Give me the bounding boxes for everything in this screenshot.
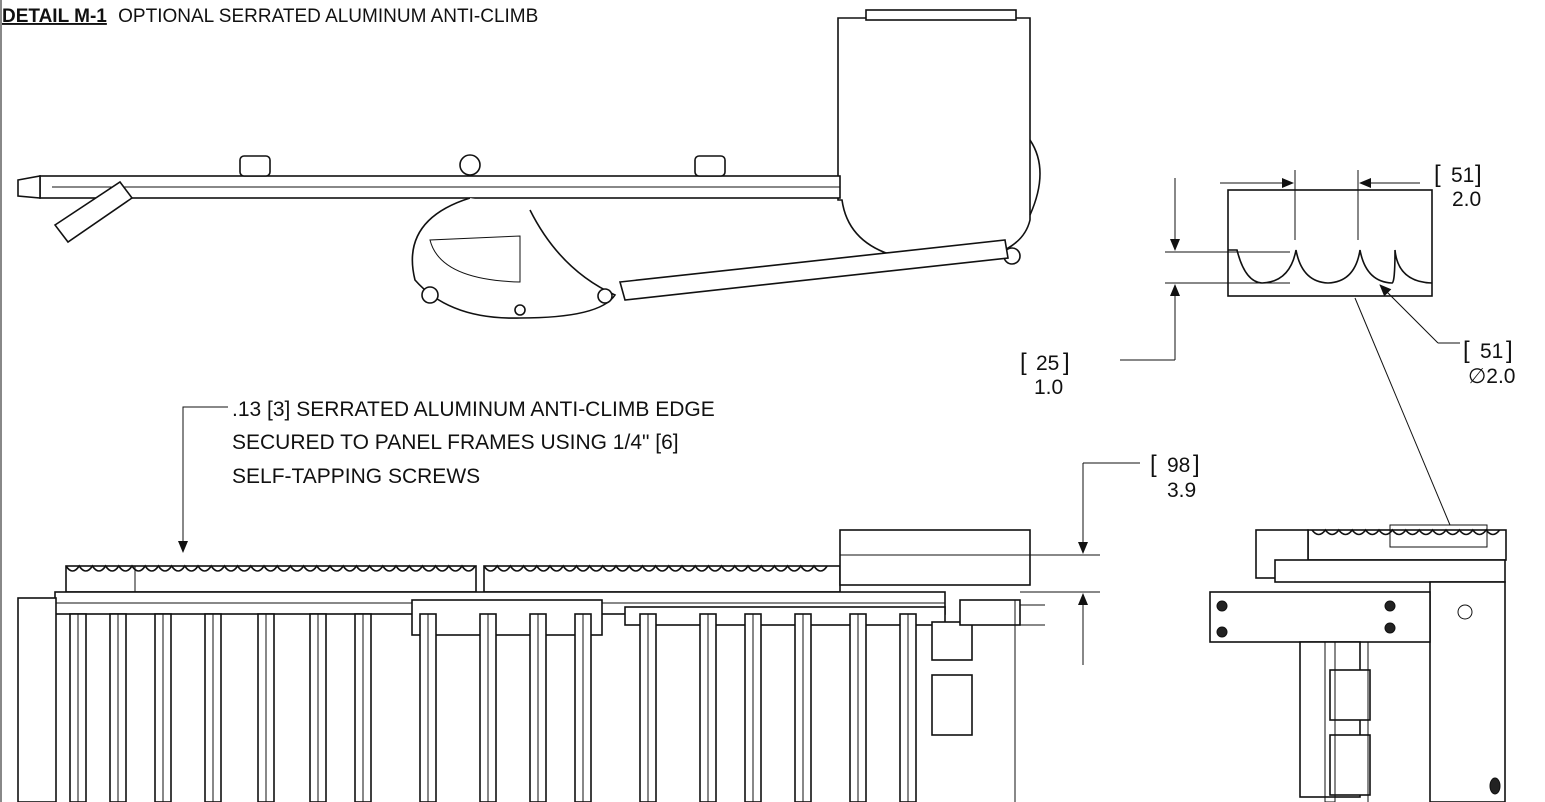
section-view (1209, 524, 1507, 802)
svg-text:]: ] (1063, 349, 1070, 376)
svg-text:]: ] (1193, 451, 1200, 478)
svg-text:]: ] (1475, 161, 1482, 188)
arm-angle-bracket (53, 180, 134, 244)
callout-line-1: .13 [3] SERRATED ALUMINUM ANTI-CLIMB EDG… (232, 398, 715, 421)
hood-top-cap (865, 9, 1017, 21)
detail-label: DETAIL M-1 (2, 6, 107, 27)
dim-diameter-mm: 51 (1480, 340, 1503, 363)
svg-text:[: [ (1150, 451, 1157, 478)
hood-box-front (839, 529, 1031, 586)
actuator-cylinder (624, 606, 946, 626)
diameter-symbol: ∅ (1468, 365, 1486, 388)
dim-diameter-in: 2.0 (1486, 365, 1515, 388)
anti-climb-strip-right (483, 565, 841, 593)
operator-body (411, 197, 617, 319)
arm-end-cap (17, 175, 41, 199)
side-elevation-view (17, 9, 1041, 319)
svg-text:[: [ (1434, 161, 1441, 188)
section-top-rail (1307, 529, 1507, 561)
svg-text:]: ] (1506, 337, 1513, 364)
front-elevation-view (17, 529, 1045, 802)
operator-housing (411, 599, 603, 636)
callout-leader (178, 406, 228, 553)
svg-text:∅2.0: ∅2.0 (1468, 365, 1516, 388)
svg-text:[: [ (1463, 337, 1470, 364)
actuator-rod (618, 239, 1009, 301)
detail-reference-box (1389, 524, 1488, 548)
dim-depth-mm: 25 (1036, 352, 1059, 375)
dim-depth-in: 1.0 (1034, 376, 1063, 399)
svg-text:[: [ (1020, 349, 1027, 376)
dim-height-in: 3.9 (1167, 479, 1196, 502)
callout-line-2: SECURED TO PANEL FRAMES USING 1/4" [6] (232, 431, 679, 454)
serration-detail-view (1120, 170, 1460, 526)
dim-spacing-in: 2.0 (1452, 188, 1481, 211)
serration-detail-box (1227, 189, 1433, 297)
detail-title: OPTIONAL SERRATED ALUMINUM ANTI-CLIMB (118, 6, 538, 27)
dim-spacing-mm: 51 (1451, 164, 1474, 187)
hood-housing (837, 17, 1031, 263)
callout-line-3: SELF-TAPPING SCREWS (232, 465, 480, 488)
svg-text:DETAIL M-1 OPTIONAL SERRAT: DETAIL M-1 OPTIONAL SERRATED ALUMINUM AN… (2, 6, 538, 27)
section-post (1429, 581, 1506, 802)
dim-height-mm: 98 (1167, 454, 1190, 477)
section-hinge-bracket (1209, 591, 1431, 643)
